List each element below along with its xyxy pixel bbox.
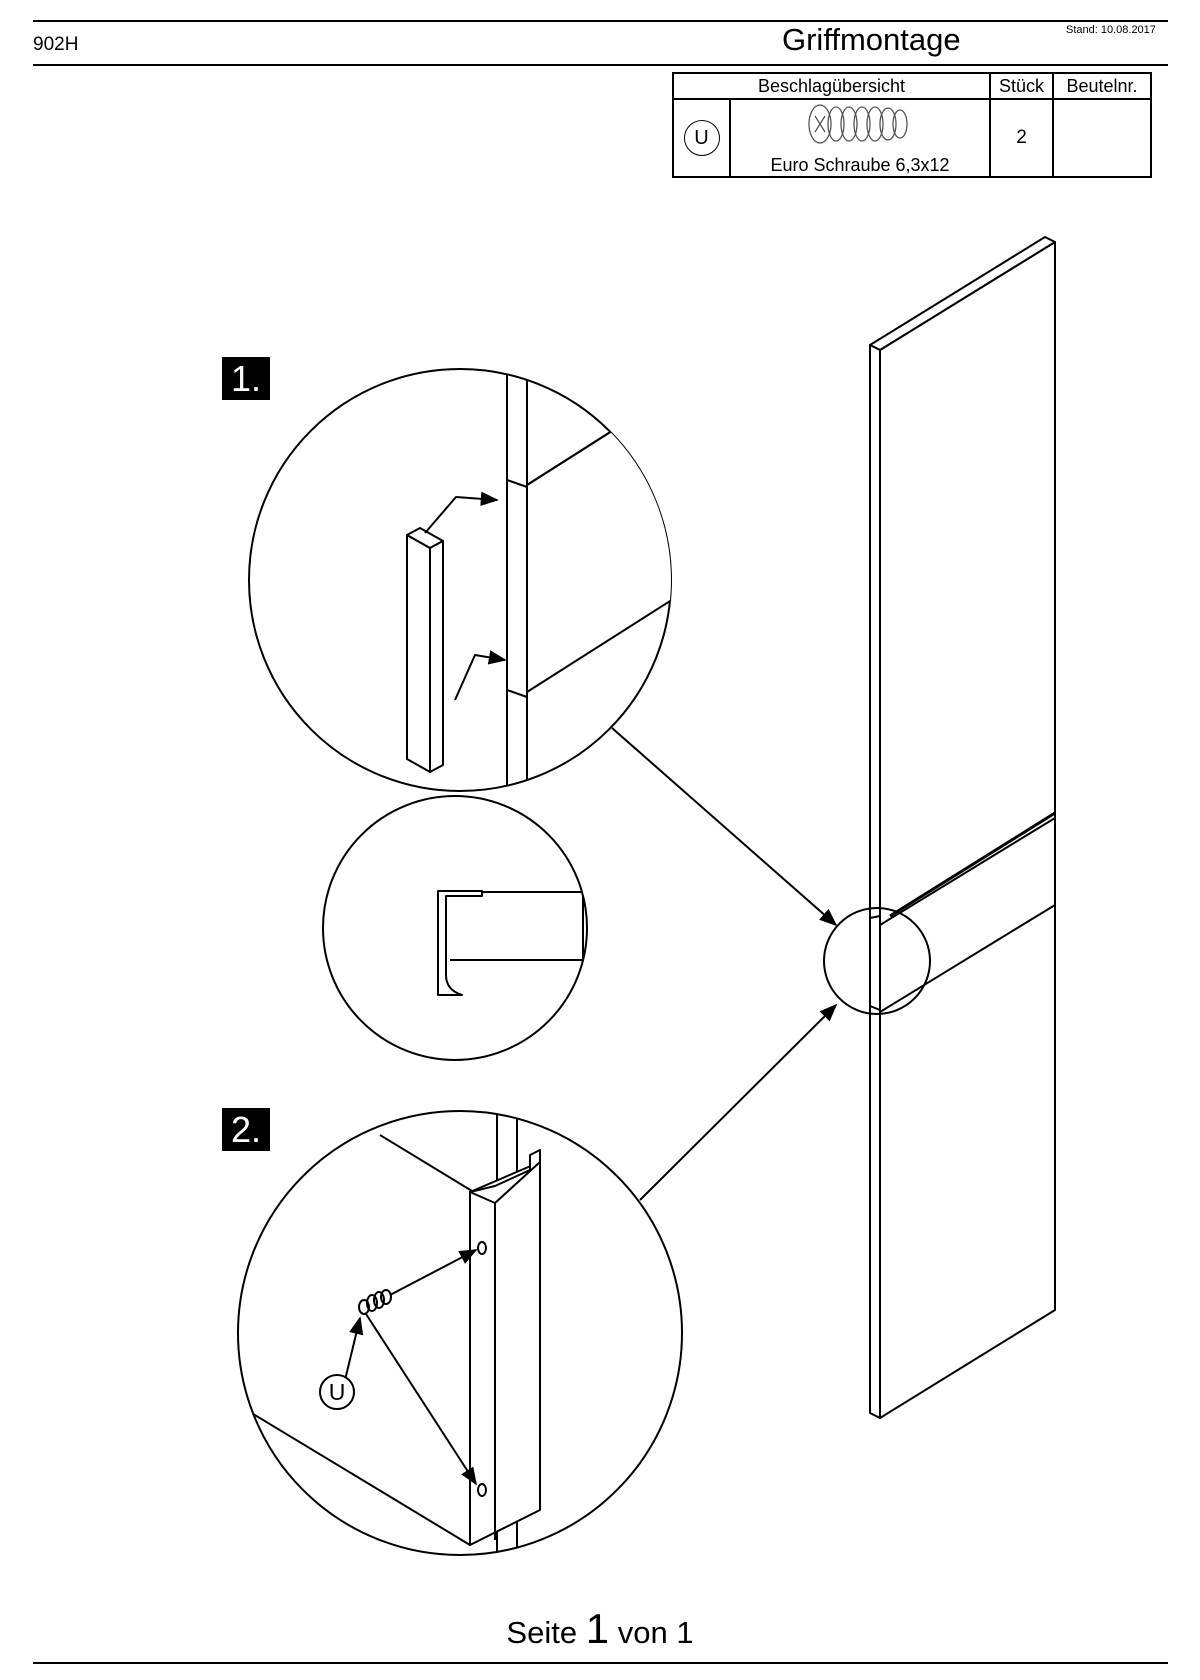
door-panel [869, 236, 1056, 1419]
part-cell: Euro Schraube 6,3x12 [729, 98, 991, 178]
model-number: 902H [33, 34, 79, 55]
header-bag-number: Beutelnr. [1052, 72, 1152, 100]
screw-icon [358, 1289, 392, 1315]
page-title: Griffmontage [782, 22, 961, 57]
footer-prefix: Seite [506, 1615, 578, 1650]
step1-detail [248, 368, 672, 792]
top-rule [33, 20, 1168, 22]
header-rule [33, 64, 1168, 66]
leader-line-step1 [611, 727, 838, 927]
euro-screw-icon [808, 104, 908, 144]
part-bag-number [1052, 98, 1152, 178]
hardware-table: Beschlagübersicht Stück Beutelnr. U [672, 72, 1152, 178]
detail-circle-door [823, 907, 931, 1015]
step-2-badge: 2. [222, 1108, 270, 1151]
footer-total-pages: 1 [676, 1615, 694, 1650]
revision-date: Stand: 10.08.2017 [1066, 24, 1156, 36]
table-row: U Euro Schraube 6,3x12 [672, 98, 1152, 178]
leader-line-step2 [639, 1003, 838, 1201]
part-letter-circle: U [683, 120, 720, 156]
part-letter-cell: U [672, 98, 731, 178]
cross-section-detail [322, 795, 588, 1061]
header-hardware-overview: Beschlagübersicht [672, 72, 991, 100]
callout-letter: U [329, 1379, 346, 1405]
footer-middle: von [617, 1615, 668, 1650]
step2-detail [237, 1110, 683, 1556]
bottom-rule [33, 1662, 1168, 1664]
header-quantity: Stück [989, 72, 1054, 100]
step-1-badge: 1. [222, 357, 270, 400]
page-footer: Seite 1 von 1 [0, 1605, 1200, 1653]
part-quantity: 2 [989, 98, 1054, 178]
hardware-table-header: Beschlagübersicht Stück Beutelnr. [672, 72, 1152, 100]
footer-page-number: 1 [585, 1605, 610, 1652]
part-name: Euro Schraube 6,3x12 [770, 155, 950, 175]
